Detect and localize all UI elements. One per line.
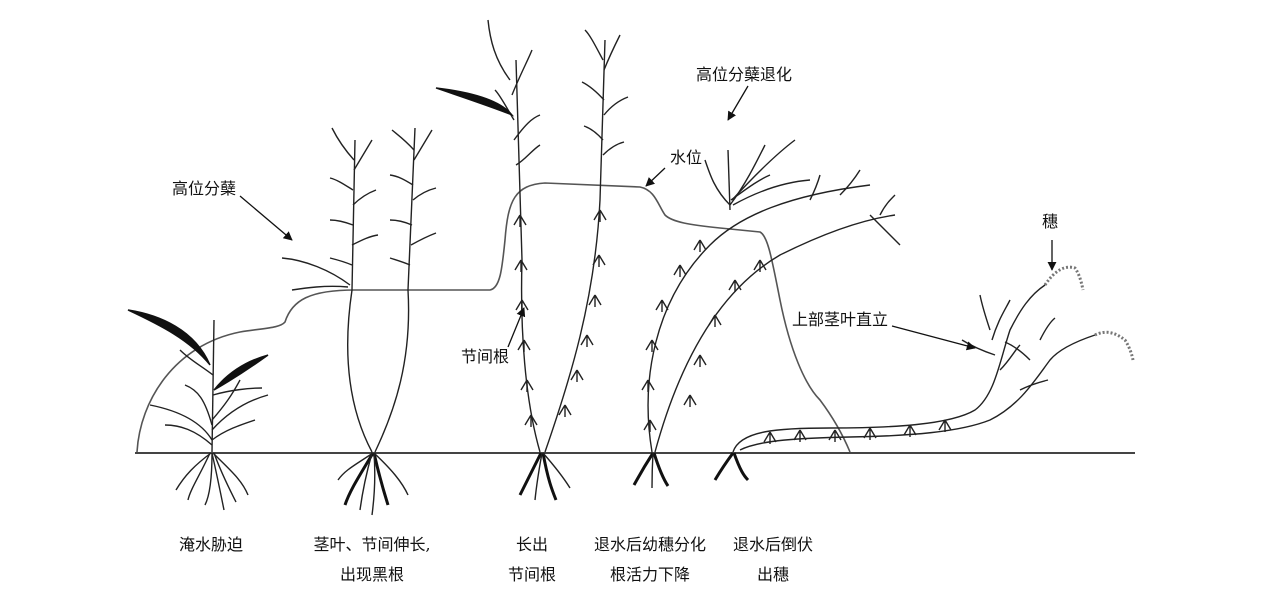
label-internode-root: 节间根 (461, 347, 510, 366)
plant-3-internode-roots (435, 19, 629, 501)
stage-caption-1: 淹水胁迫 (179, 530, 243, 560)
stage-2-line-2: 出现黑根 (339, 565, 404, 584)
plant-4-after-recede (632, 139, 901, 489)
label-panicle: 穗 (1042, 212, 1059, 231)
stage-1-line-1: 淹水胁迫 (178, 535, 244, 554)
plant-2-elongation (281, 127, 437, 516)
plant-5-lodging-heading (713, 265, 1135, 482)
stage-caption-3: 长出 节间根 (508, 530, 556, 590)
stage-2-line-1: 茎叶、节间伸长, (313, 535, 431, 554)
water-level-arrow (645, 167, 666, 187)
stage-caption-4: 退水后幼穗分化 根活力下降 (594, 530, 706, 590)
stage-caption-5: 退水后倒伏 出穗 (733, 530, 813, 590)
label-high-tiller: 高位分蘖 (172, 179, 237, 198)
label-upper-stem-leaf-upright: 上部茎叶直立 (792, 310, 889, 329)
stage-4-line-2: 根活力下降 (609, 565, 691, 584)
stage-3-line-1: 长出 (515, 535, 549, 554)
stage-4-line-1: 退水后幼穗分化 (593, 535, 707, 554)
high-tiller-degenerate-arrow (727, 85, 749, 121)
plant-1-flooding-stress (127, 309, 269, 511)
stage-5-line-1: 退水后倒伏 (732, 535, 814, 554)
stage-caption-2: 茎叶、节间伸长, 出现黑根 (313, 530, 430, 590)
high-tiller-arrow (239, 195, 293, 241)
water-level-line (136, 182, 851, 453)
upper-stem-leaf-arrow (891, 325, 976, 351)
stage-3-line-2: 节间根 (507, 565, 557, 584)
label-high-tiller-degenerate: 高位分蘖退化 (696, 65, 793, 84)
label-water-level: 水位 (670, 148, 703, 167)
stage-5-line-2: 出穗 (756, 565, 790, 584)
internode-root-arrow (507, 307, 526, 348)
